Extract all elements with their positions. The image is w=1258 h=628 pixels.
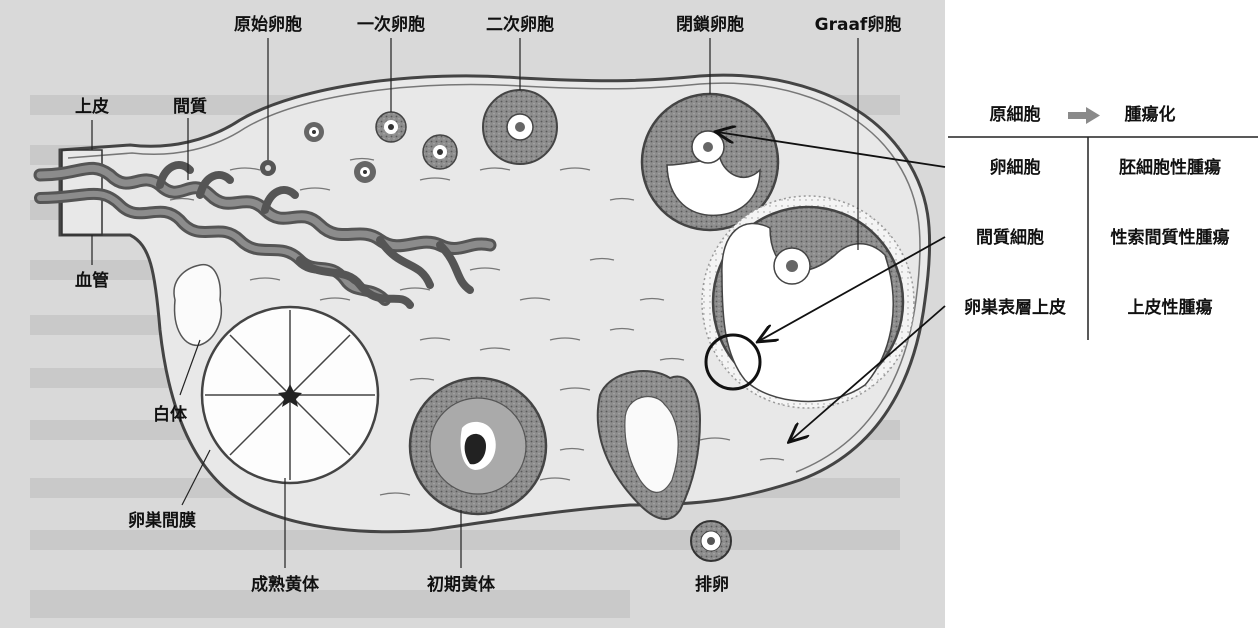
label-mature-corpus-luteum: 成熟黄体 (251, 574, 320, 595)
table-row-tumor: 胚細胞性腫瘍 (1119, 157, 1221, 178)
mature-corpus-luteum (200, 305, 380, 485)
label-primordial-follicle: 原始卵胞 (234, 14, 302, 35)
ovary-epithelium-line (67, 82, 921, 473)
table-header-origin: 原細胞 (990, 104, 1041, 125)
leader-lines (91, 38, 859, 568)
table-background (945, 0, 1258, 628)
label-ovulation: 排卵 (695, 574, 729, 595)
stroma-texture (169, 157, 785, 496)
table-row-tumor: 上皮性腫瘍 (1128, 297, 1213, 318)
corpus-albicans (173, 264, 222, 346)
ovulation-site (596, 370, 732, 562)
table-row-tumor: 性索間質性腫瘍 (1111, 227, 1230, 248)
small-follicles (260, 111, 458, 183)
secondary-follicle (482, 89, 558, 165)
table-header-tumor: 腫瘍化 (1125, 104, 1176, 125)
label-stroma: 間質 (173, 96, 207, 117)
table-row-origin: 卵巣表層上皮 (964, 297, 1066, 318)
label-corpus-albicans: 白体 (153, 404, 188, 425)
gray-arrow-icon (1068, 107, 1100, 124)
blood-vessels (33, 161, 497, 309)
label-secondary-follicle: 二次卵胞 (486, 14, 554, 35)
label-graaf-follicle: Graaf卵胞 (815, 14, 902, 35)
tumor-origin-table: 原細胞 腫瘍化 卵細胞 胚細胞性腫瘍 間質細胞 性索間質性腫瘍 卵巣表層上皮 上… (948, 104, 1258, 340)
table-row-origin: 間質細胞 (976, 227, 1044, 248)
surface-epithelium-highlight (704, 333, 762, 391)
label-atretic-follicle: 閉鎖卵胞 (676, 14, 744, 35)
early-corpus-luteum (408, 376, 548, 516)
label-blood-vessel: 血管 (75, 270, 109, 291)
pointer-arrows (717, 132, 946, 441)
table-row-origin: 卵細胞 (990, 157, 1041, 178)
diagram-labels: 原始卵胞 一次卵胞 二次卵胞 閉鎖卵胞 Graaf卵胞 上皮 間質 血管 白体 … (75, 14, 901, 595)
label-primary-follicle: 一次卵胞 (357, 14, 425, 35)
label-mesovarium: 卵巣間膜 (128, 510, 196, 531)
label-epithelium: 上皮 (75, 96, 109, 117)
label-early-corpus-luteum: 初期黄体 (427, 574, 496, 595)
graaf-follicle (701, 195, 915, 409)
